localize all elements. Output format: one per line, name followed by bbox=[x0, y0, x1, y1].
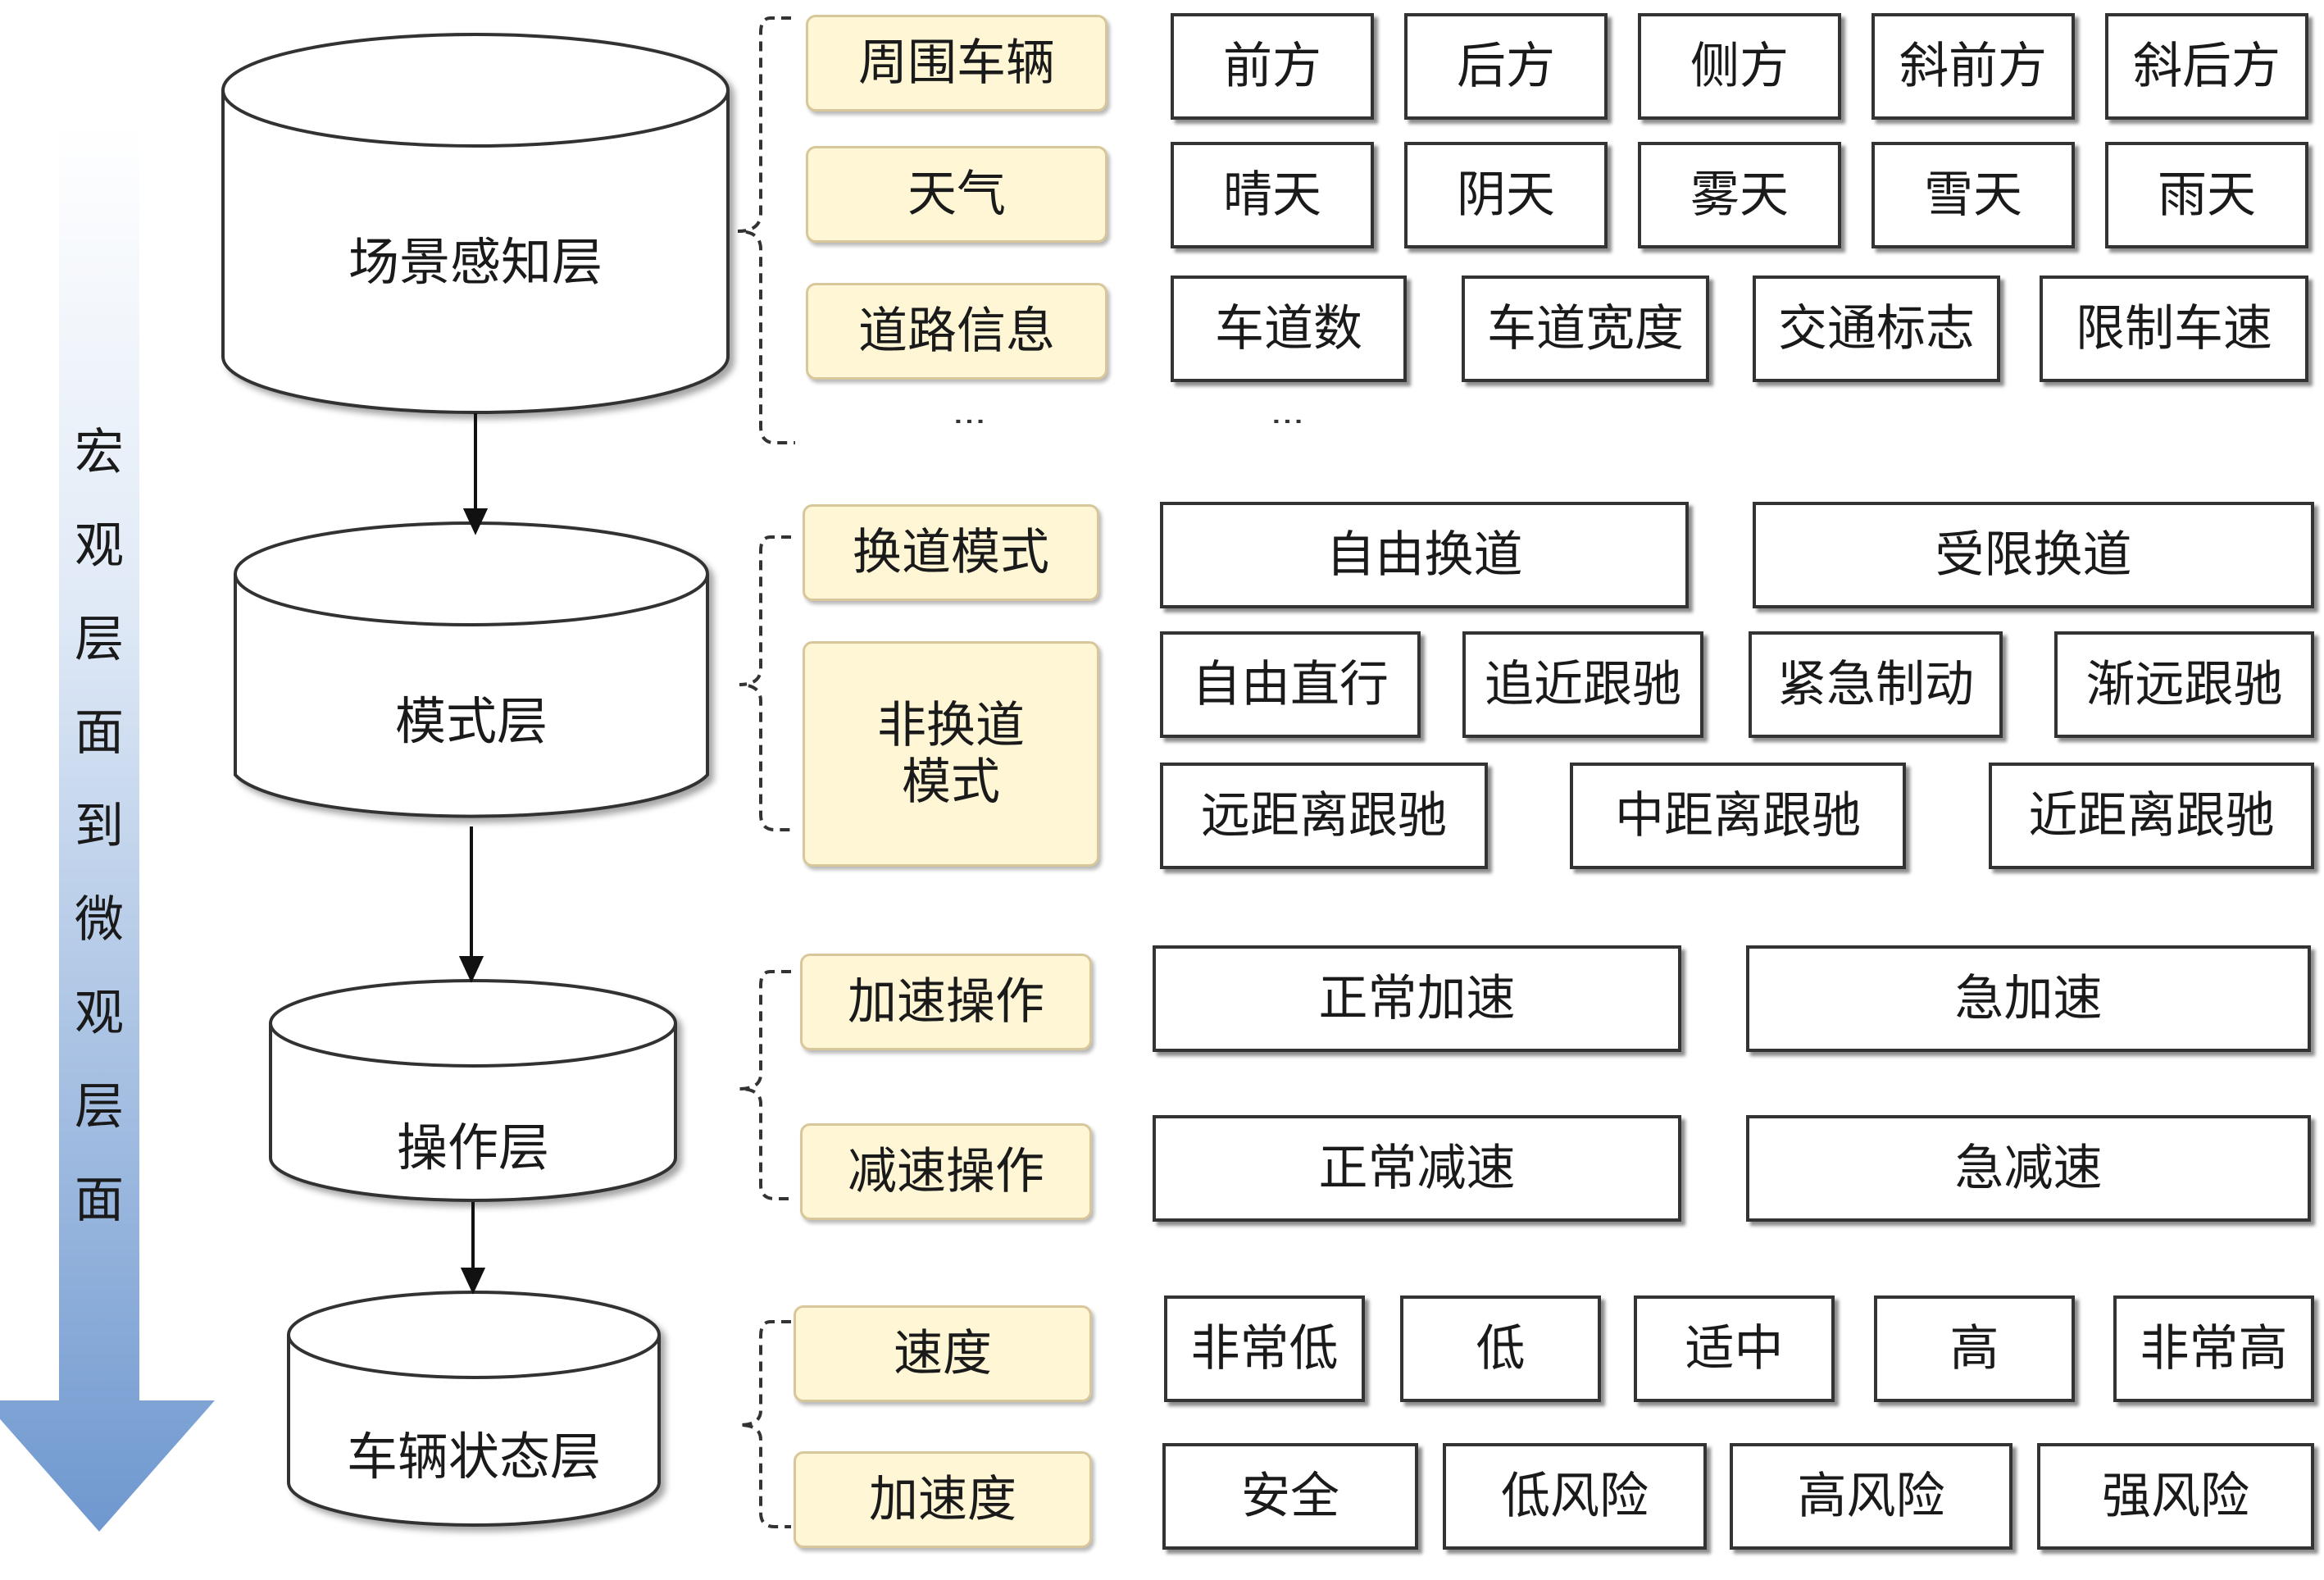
cylinder-operation bbox=[269, 979, 677, 1202]
item-long-distance-following: 远距离跟驰 bbox=[1160, 763, 1488, 869]
item-low-risk: 低风险 bbox=[1443, 1443, 1707, 1550]
item-normal-acceleration: 正常加速 bbox=[1153, 945, 1681, 1052]
item-speed-very-high: 非常高 bbox=[2113, 1295, 2314, 1402]
item-snowy: 雪天 bbox=[1871, 142, 2075, 248]
item-rear: 后方 bbox=[1404, 13, 1608, 120]
item-speed-low: 低 bbox=[1400, 1295, 1601, 1402]
item-sharp-deceleration: 急减速 bbox=[1746, 1115, 2311, 1222]
layer-label-operation: 操作层 bbox=[396, 1118, 549, 1178]
side-char: 微 bbox=[75, 891, 124, 949]
item-sharp-acceleration: 急加速 bbox=[1746, 945, 2311, 1052]
side-char: 面 bbox=[75, 704, 124, 762]
layer-label-scene-perception: 场景感知层 bbox=[348, 232, 603, 293]
category-road-info: 道路信息 bbox=[806, 283, 1107, 380]
item-front: 前方 bbox=[1171, 13, 1374, 120]
side-char: 层 bbox=[75, 611, 124, 668]
category-speed: 速度 bbox=[794, 1305, 1092, 1402]
item-traffic-sign: 交通标志 bbox=[1753, 275, 2000, 382]
item-receding-following: 渐远跟驰 bbox=[2054, 631, 2314, 738]
item-medium-distance-following: 中距离跟驰 bbox=[1570, 763, 1906, 869]
category-non-lane-change-mode: 非换道模式 bbox=[803, 641, 1099, 867]
macro-to-micro-label: 宏 观 层 面 到 微 观 层 面 bbox=[70, 406, 128, 1247]
item-speed-limit: 限制车速 bbox=[2040, 275, 2308, 382]
item-normal-deceleration: 正常减速 bbox=[1153, 1115, 1681, 1222]
layer-label-mode: 模式层 bbox=[394, 691, 548, 752]
category-surrounding-vehicles: 周围车辆 bbox=[806, 15, 1107, 112]
layer-arrows bbox=[458, 413, 489, 1295]
ellipsis-items: ⋮ bbox=[1269, 405, 1307, 439]
item-short-distance-following: 近距离跟驰 bbox=[1989, 763, 2314, 869]
macro-to-micro-arrow bbox=[0, 123, 215, 1532]
cylinder-mode bbox=[234, 521, 709, 818]
item-approach-following: 追近跟驰 bbox=[1462, 631, 1703, 738]
item-lane-count: 车道数 bbox=[1171, 275, 1407, 382]
side-char: 宏 bbox=[75, 424, 124, 481]
item-foggy: 雾天 bbox=[1638, 142, 1841, 248]
category-lane-change-mode: 换道模式 bbox=[803, 504, 1099, 601]
item-speed-very-low: 非常低 bbox=[1164, 1295, 1365, 1402]
item-lane-width: 车道宽度 bbox=[1462, 275, 1709, 382]
side-char: 层 bbox=[75, 1078, 124, 1136]
category-decel-op: 减速操作 bbox=[800, 1123, 1092, 1220]
side-char: 到 bbox=[75, 798, 124, 855]
item-front-diagonal: 斜前方 bbox=[1871, 13, 2075, 120]
cylinder-vehicle-state bbox=[287, 1291, 661, 1527]
item-emergency-braking: 紧急制动 bbox=[1749, 631, 2003, 738]
layer-label-vehicle-state: 车辆状态层 bbox=[346, 1427, 601, 1487]
item-rear-diagonal: 斜后方 bbox=[2105, 13, 2308, 120]
item-speed-high: 高 bbox=[1874, 1295, 2075, 1402]
cylinder-scene-perception bbox=[221, 33, 730, 414]
side-char: 观 bbox=[75, 985, 124, 1042]
category-acceleration: 加速度 bbox=[794, 1451, 1092, 1548]
item-safe: 安全 bbox=[1162, 1443, 1418, 1550]
item-high-risk: 高风险 bbox=[1730, 1443, 2012, 1550]
ellipsis-categories: ⋮ bbox=[951, 405, 989, 439]
item-side: 侧方 bbox=[1638, 13, 1841, 120]
item-restricted-lane-change: 受限换道 bbox=[1753, 502, 2314, 608]
item-overcast: 阴天 bbox=[1404, 142, 1608, 248]
item-severe-risk: 强风险 bbox=[2037, 1443, 2314, 1550]
category-accel-op: 加速操作 bbox=[800, 954, 1092, 1050]
side-char: 面 bbox=[75, 1172, 124, 1229]
item-sunny: 晴天 bbox=[1171, 142, 1374, 248]
category-weather: 天气 bbox=[806, 146, 1107, 243]
side-char: 观 bbox=[75, 517, 124, 575]
item-free-straight: 自由直行 bbox=[1160, 631, 1421, 738]
dashed-brackets bbox=[737, 16, 795, 1528]
item-free-lane-change: 自由换道 bbox=[1160, 502, 1689, 608]
item-speed-moderate: 适中 bbox=[1634, 1295, 1835, 1402]
item-rainy: 雨天 bbox=[2105, 142, 2308, 248]
